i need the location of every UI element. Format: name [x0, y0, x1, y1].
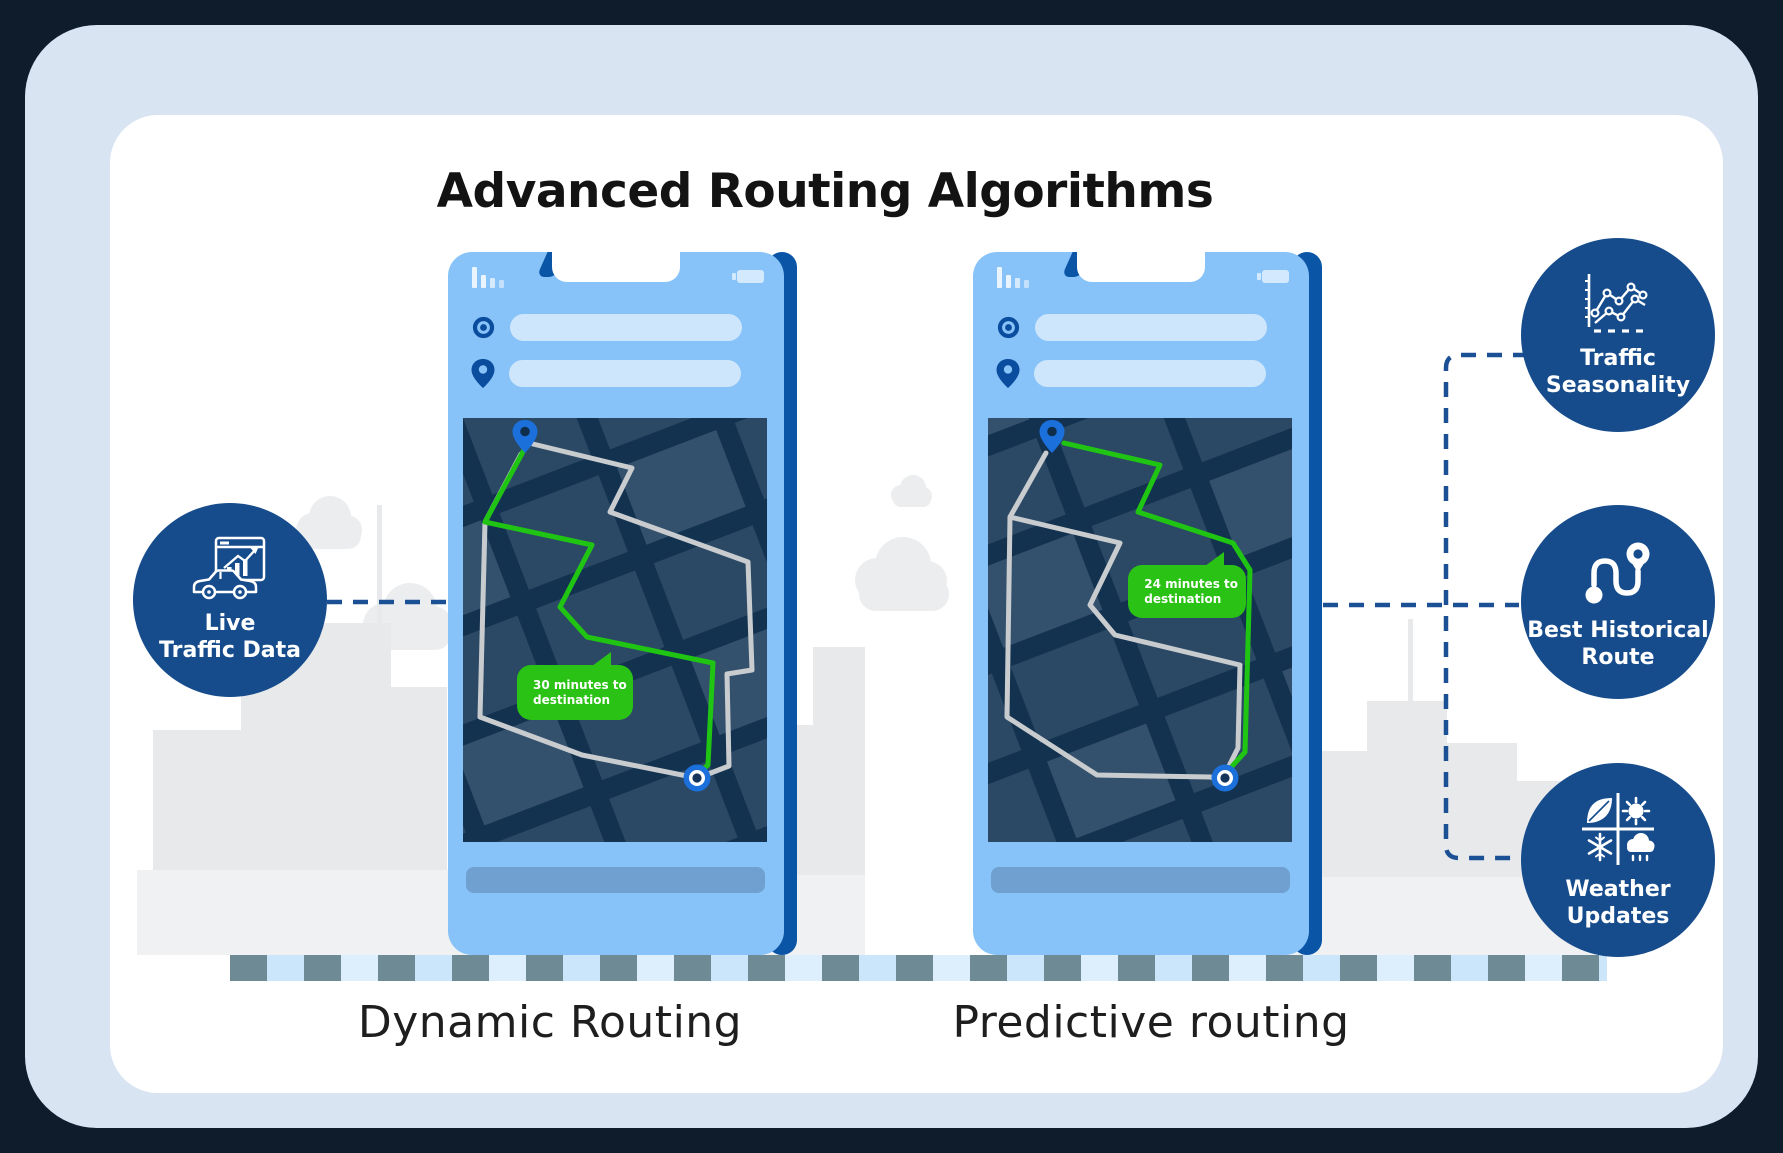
eta-bubble: 30 minutes to destination — [517, 665, 633, 720]
eta-bubble: 24 minutes to destination — [1128, 565, 1246, 618]
badge-label: Live — [204, 610, 256, 636]
signal-bars-icon — [997, 267, 1029, 288]
origin-input — [1035, 314, 1267, 341]
eta-text-line2: destination — [1144, 591, 1222, 606]
badge-weather-updates: Weather Updates — [1521, 763, 1715, 957]
phone-notch — [1077, 252, 1205, 282]
phone-notch — [552, 252, 680, 282]
dashed-connector-bracket — [1443, 352, 1528, 861]
dashed-connectors — [327, 352, 1528, 861]
badge-best-historical-route: Best Historical Route — [1521, 505, 1715, 699]
battery-icon — [732, 270, 764, 283]
caption-predictive-routing: Predictive routing — [952, 997, 1350, 1048]
destination-input — [509, 360, 741, 387]
car-analytics-icon — [191, 536, 269, 602]
badge-label: Weather — [1565, 876, 1671, 902]
destination-field-icon — [996, 359, 1020, 388]
alternate-route-line — [530, 441, 755, 779]
map-view — [988, 418, 1292, 842]
page-title: Advanced Routing Algorithms — [436, 164, 1214, 220]
start-pin-icon — [512, 420, 538, 453]
badge-label: Best Historical — [1527, 617, 1709, 643]
eta-text-line1: 24 minutes to — [1144, 577, 1238, 592]
phone-body — [973, 252, 1309, 955]
caption-dynamic-routing: Dynamic Routing — [357, 997, 743, 1048]
optimal-route-line — [482, 445, 716, 777]
line-chart-icon — [1581, 271, 1655, 337]
badge-label: Seasonality — [1545, 372, 1691, 398]
alternate-route-line — [1007, 514, 1243, 777]
badge-label: Route — [1581, 644, 1655, 670]
origin-input — [510, 314, 742, 341]
destination-input — [1034, 360, 1266, 387]
crosswalk-strip — [230, 955, 1607, 981]
badge-label: Traffic Data — [159, 637, 301, 663]
cloud-icon — [891, 475, 932, 507]
badge-label: Updates — [1566, 903, 1670, 929]
phone-bottom-bar — [466, 867, 765, 893]
signal-bars-icon — [472, 267, 504, 288]
battery-icon — [1257, 270, 1289, 283]
eta-text-line2: destination — [533, 692, 610, 707]
origin-field-icon — [997, 316, 1020, 339]
phone-body — [448, 252, 784, 955]
outer-frame: Advanced Routing Algorithms — [25, 25, 1758, 1128]
badge-live-traffic-data: Live Traffic Data — [133, 503, 327, 697]
content-card: Advanced Routing Algorithms — [110, 115, 1723, 1093]
badge-label: Traffic — [1580, 345, 1656, 371]
phone-bottom-bar — [991, 867, 1290, 893]
start-pin-icon — [1039, 420, 1065, 453]
badge-traffic-seasonality: Traffic Seasonality — [1521, 238, 1715, 432]
weather-icon — [1579, 790, 1657, 868]
cloud-icon — [855, 537, 949, 611]
optimal-route-line — [1061, 440, 1253, 777]
route-icon — [1580, 533, 1656, 609]
map-view — [463, 418, 767, 842]
destination-marker-icon — [1211, 764, 1239, 792]
destination-field-icon — [471, 359, 495, 388]
destination-marker-icon — [683, 764, 711, 792]
origin-field-icon — [472, 316, 495, 339]
phone-mockup-left: 30 minutes to destination — [448, 252, 797, 955]
phone-mockup-right: 24 minutes to destination — [973, 252, 1322, 955]
eta-text-line1: 30 minutes to — [533, 678, 627, 693]
